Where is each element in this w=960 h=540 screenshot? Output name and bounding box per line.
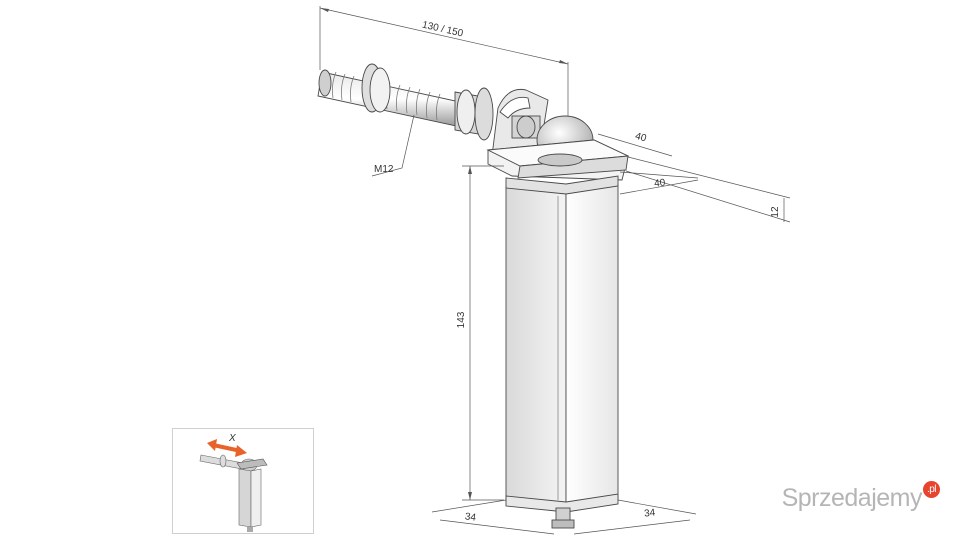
threaded-bolt [317, 63, 494, 141]
thread-callout: M12 [371, 114, 415, 177]
top-plate [486, 139, 630, 181]
inset-graphic: X [199, 433, 268, 532]
dimension-plate-thickness-label: 12 [770, 206, 781, 218]
thread-callout-label: M12 [374, 164, 394, 175]
watermark-logo: Sprzedajemy.pl [781, 481, 940, 513]
dimension-plate: 40 40 12 [597, 131, 791, 223]
square-post [505, 175, 619, 529]
dimension-base-left-label: 34 [464, 511, 477, 524]
inset-adjust-label: X [228, 433, 236, 444]
dimension-plate-top-label: 40 [634, 131, 648, 145]
dimension-base-right-label: 34 [644, 507, 657, 519]
dimension-height: 143 [456, 165, 504, 501]
mini-hinge-icon [199, 454, 268, 532]
watermark-brand: Sprzedajemy [781, 484, 923, 512]
dimension-height-label: 143 [456, 311, 467, 328]
dimension-plate-side-label: 40 [654, 177, 667, 189]
hinge-bracket [491, 88, 594, 165]
adjust-arrow-icon [207, 439, 247, 457]
dimension-length-label: 130 / 150 [421, 20, 465, 40]
inset-adjustment-diagram: X [172, 428, 314, 534]
watermark-suffix: .pl [923, 481, 940, 498]
dimension-base: 34 34 [431, 499, 697, 535]
